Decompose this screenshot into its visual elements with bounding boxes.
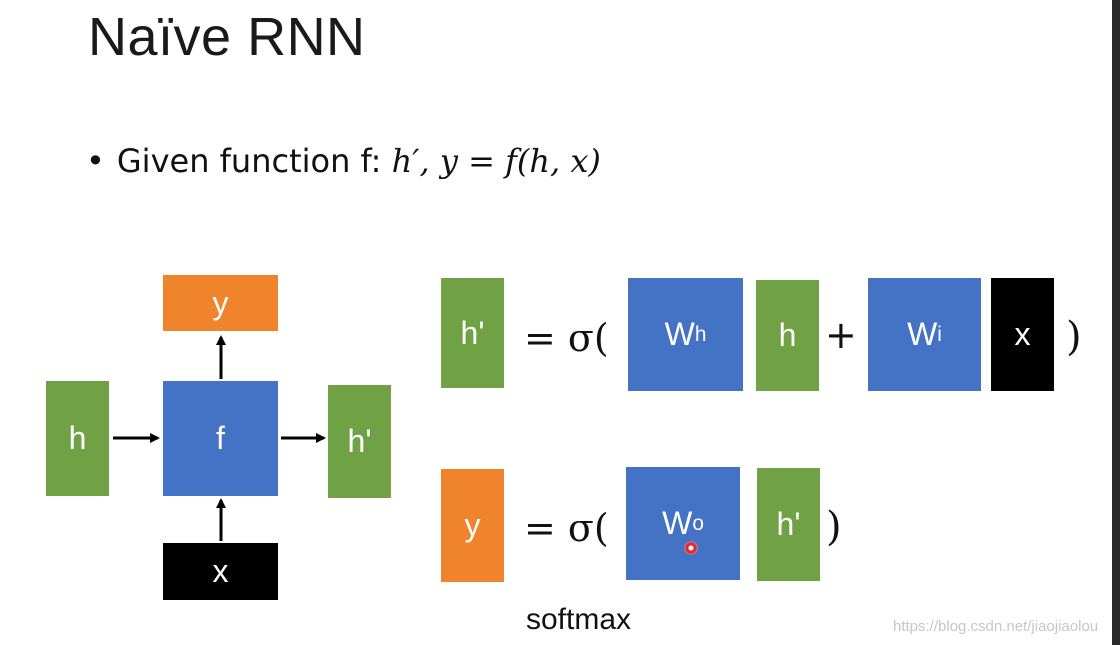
watermark-text: https://blog.csdn.net/jiaojiaolou bbox=[893, 618, 1099, 635]
eq2-y-label: y bbox=[464, 507, 481, 543]
input-x-box: x bbox=[163, 543, 278, 600]
output-y-box: y bbox=[163, 275, 278, 331]
function-f-box: f bbox=[163, 381, 278, 496]
eq1-h-label: h bbox=[778, 317, 797, 353]
output-y-label: y bbox=[212, 284, 229, 321]
eq1-equals-sigma: = σ( bbox=[524, 316, 609, 360]
eq1-x-label: x bbox=[1014, 316, 1031, 352]
eq1-close-paren: ) bbox=[1066, 314, 1082, 360]
pointer-cursor-icon bbox=[684, 541, 698, 555]
output-hprime-box: h' bbox=[328, 385, 391, 498]
eq1-wh-base: W bbox=[664, 316, 695, 352]
eq2-hprime-label: h' bbox=[776, 506, 801, 542]
bullet-text: Given function f: bbox=[116, 142, 382, 180]
eq1-wi-base: W bbox=[907, 316, 938, 352]
eq2-wo-base: W bbox=[662, 505, 693, 541]
input-x-label: x bbox=[212, 553, 229, 589]
function-f-label: f bbox=[216, 420, 225, 456]
bullet-math: h′, y = f(h, x) bbox=[391, 142, 601, 180]
input-h-label: h bbox=[68, 420, 87, 456]
eq1-x-box: x bbox=[991, 278, 1054, 391]
eq1-h-box: h bbox=[756, 280, 819, 391]
slide-title: Naïve RNN bbox=[88, 7, 366, 67]
eq2-close-paren: ) bbox=[826, 504, 842, 550]
eq2-equals-sigma: = σ( bbox=[524, 506, 609, 550]
eq1-hprime-label: h' bbox=[460, 314, 485, 351]
input-h-box: h bbox=[46, 381, 109, 496]
softmax-label: softmax bbox=[526, 603, 632, 636]
output-hprime-label: h' bbox=[347, 423, 372, 459]
bullet-dot: • bbox=[86, 142, 105, 180]
eq1-hprime-box: h' bbox=[441, 278, 504, 388]
window-edge bbox=[1112, 0, 1120, 645]
eq2-hprime-box: h' bbox=[757, 468, 820, 581]
eq1-plus: + bbox=[825, 313, 857, 357]
eq2-y-box: y bbox=[441, 469, 504, 582]
bullet-line: • Given function f: h′, y = f(h, x) bbox=[86, 142, 601, 180]
